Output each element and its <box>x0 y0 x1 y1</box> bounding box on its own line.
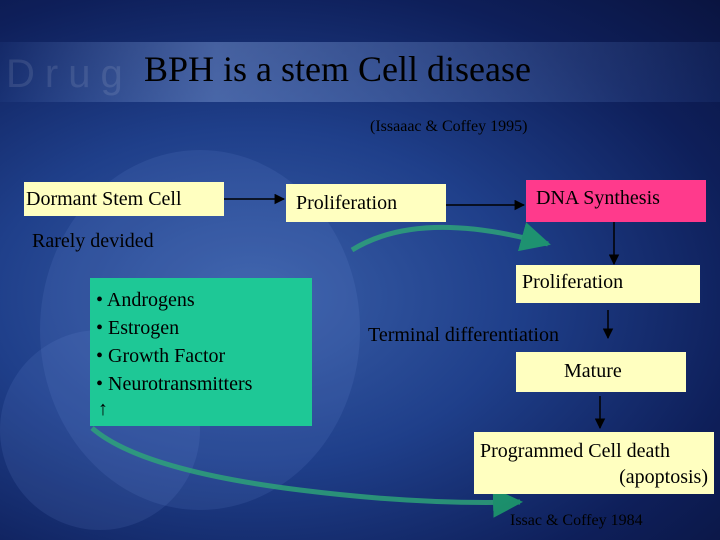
factor-item: • Growth Factor <box>96 345 226 367</box>
watermark-text: Drug <box>6 52 133 96</box>
slide-title: BPH is a stem Cell disease <box>144 49 531 89</box>
citation-top: (Issaaac & Coffey 1995) <box>370 118 528 135</box>
factor-item: • Androgens <box>96 289 195 311</box>
factors-box: • Androgens • Estrogen • Growth Factor •… <box>90 278 312 426</box>
dormant-stem-cell-label: Dormant Stem Cell <box>26 188 182 210</box>
curved-arrow-cycle <box>350 222 551 253</box>
proliferation-label-2: Proliferation <box>522 271 624 293</box>
title-band <box>0 42 720 102</box>
citation-bottom: Issac & Coffey 1984 <box>510 512 643 529</box>
apoptosis-box: Programmed Cell death (apoptosis) <box>474 432 714 494</box>
proliferation-box-1: Proliferation <box>286 184 446 222</box>
up-arrow-glyph: ↑ <box>98 398 108 420</box>
mature-label: Mature <box>564 360 622 382</box>
proliferation-box-2: Proliferation <box>516 265 700 303</box>
apoptosis-line-2: (apoptosis) <box>619 466 708 488</box>
proliferation-label-1: Proliferation <box>296 192 398 214</box>
factor-item: • Neurotransmitters <box>96 373 253 395</box>
dna-synthesis-label: DNA Synthesis <box>536 187 660 209</box>
dna-synthesis-box: DNA Synthesis <box>526 180 706 222</box>
rarely-divided-label: Rarely devided <box>32 230 154 252</box>
dormant-stem-cell-box: Dormant Stem Cell <box>24 182 224 216</box>
terminal-differentiation-label: Terminal differentiation <box>368 324 559 346</box>
mature-box: Mature <box>516 352 686 392</box>
apoptosis-line-1: Programmed Cell death <box>480 440 670 462</box>
factor-item: • Estrogen <box>96 317 180 339</box>
factors-list: • Androgens • Estrogen • Growth Factor •… <box>96 286 312 398</box>
curved-arrow-return <box>90 426 523 518</box>
